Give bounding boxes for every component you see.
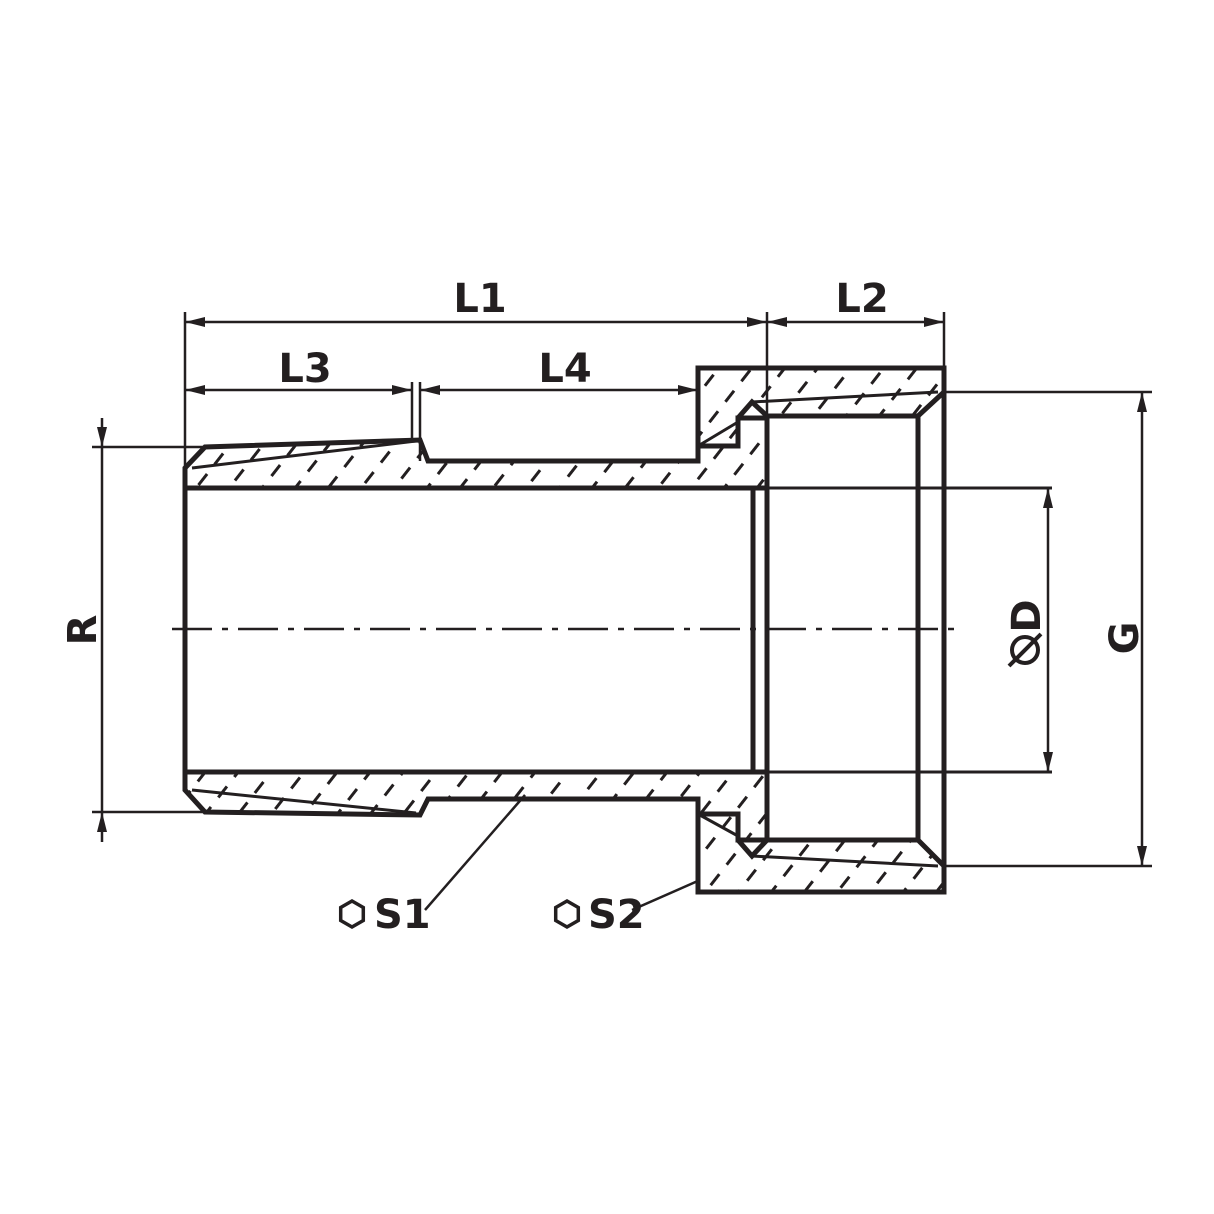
dimension-label-d: D — [1004, 599, 1050, 632]
dimension-l1 — [183, 312, 769, 488]
nut-bottom-section — [695, 811, 947, 895]
dimension-label-g: G — [1102, 622, 1148, 655]
nut-top-section — [695, 365, 947, 449]
dimension-label-l3: L3 — [278, 346, 331, 392]
callout-label-s1: S1 — [374, 892, 431, 938]
callout-label-s2: S2 — [588, 892, 645, 938]
hexagon-icon — [338, 898, 366, 930]
hexagon-icon — [553, 898, 581, 930]
dimension-label-r: R — [60, 615, 106, 646]
dimension-g — [944, 390, 1152, 868]
dimension-l3 — [185, 382, 414, 440]
dimension-label-l1: L1 — [453, 276, 506, 322]
dimension-label-l4: L4 — [538, 346, 591, 392]
leader-line-s2 — [631, 878, 701, 912]
leader-line-s1 — [424, 794, 526, 911]
dimension-l4 — [418, 382, 698, 461]
dimension-r — [92, 418, 205, 842]
dimension-label-l2: L2 — [835, 276, 888, 322]
dimension-d — [1043, 488, 1053, 772]
top-pipe-wall — [182, 415, 770, 491]
diameter-symbol-icon — [1007, 632, 1043, 668]
dimension-l2 — [767, 312, 946, 368]
bottom-pipe-wall — [182, 769, 770, 843]
